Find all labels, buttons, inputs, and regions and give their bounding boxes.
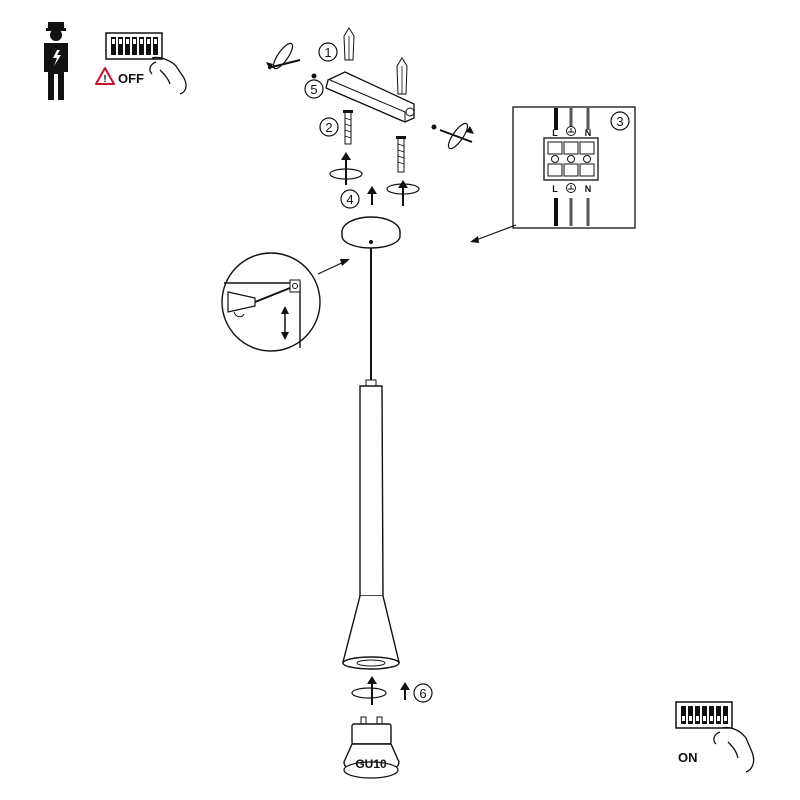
wall-plug-2 xyxy=(396,57,408,95)
terminal-live-top: L xyxy=(552,128,558,138)
step-3-label: 3 xyxy=(616,114,623,129)
step-1-label: 1 xyxy=(324,45,331,60)
step-6-marker: 6 xyxy=(413,683,433,703)
mounting-bracket xyxy=(325,71,415,123)
step-4-marker: 4 xyxy=(340,189,360,209)
screw-right xyxy=(396,136,406,173)
lamp-body xyxy=(342,379,400,670)
power-on-label: ON xyxy=(678,750,698,765)
screwdriver-icon xyxy=(227,287,291,318)
step-2-marker: 2 xyxy=(319,117,339,137)
step-1-marker: 1 xyxy=(318,42,338,62)
step-5-marker: 5 xyxy=(304,79,324,99)
up-arrow-step6 xyxy=(400,682,410,700)
wiring-detail-panel: L N L N 3 xyxy=(512,106,636,229)
terminal-live-bottom: L xyxy=(552,184,558,194)
step-5-label: 5 xyxy=(310,82,317,97)
bulb-label: GU10 xyxy=(355,757,387,771)
step-6-label: 6 xyxy=(419,686,426,701)
ceiling-canopy xyxy=(341,216,401,249)
gu10-bulb: GU10 xyxy=(343,716,400,779)
screw-left xyxy=(343,110,353,145)
svg-text:!: ! xyxy=(103,74,106,85)
zoom-detail-circle xyxy=(221,252,321,352)
rotation-arrow-left xyxy=(329,152,363,185)
terminal-neutral-top: N xyxy=(585,128,592,138)
step-4-label: 4 xyxy=(346,192,353,207)
screwdriver-icon-left xyxy=(266,42,301,70)
rotation-arrow-right xyxy=(386,180,420,206)
wall-plug-1 xyxy=(343,27,355,61)
breaker-panel-icon-on xyxy=(675,701,755,773)
screwdriver-icon-right xyxy=(439,122,474,150)
power-off-label: OFF xyxy=(118,71,144,86)
earth-symbol-icon-bottom xyxy=(566,183,576,193)
adjust-arrow-icon xyxy=(281,306,289,340)
terminal-neutral-bottom: N xyxy=(585,184,592,194)
up-arrow-step4 xyxy=(367,186,377,205)
warning-icon: ! xyxy=(95,67,115,85)
pointer-arrow-wiring xyxy=(470,224,517,243)
electrician-icon xyxy=(44,22,68,100)
step-2-label: 2 xyxy=(325,120,332,135)
pointer-arrow-zoom xyxy=(317,259,350,275)
rotation-arrow-bulb xyxy=(351,676,387,705)
breaker-panel-icon-off xyxy=(105,32,187,95)
earth-symbol-icon-top xyxy=(566,126,576,136)
